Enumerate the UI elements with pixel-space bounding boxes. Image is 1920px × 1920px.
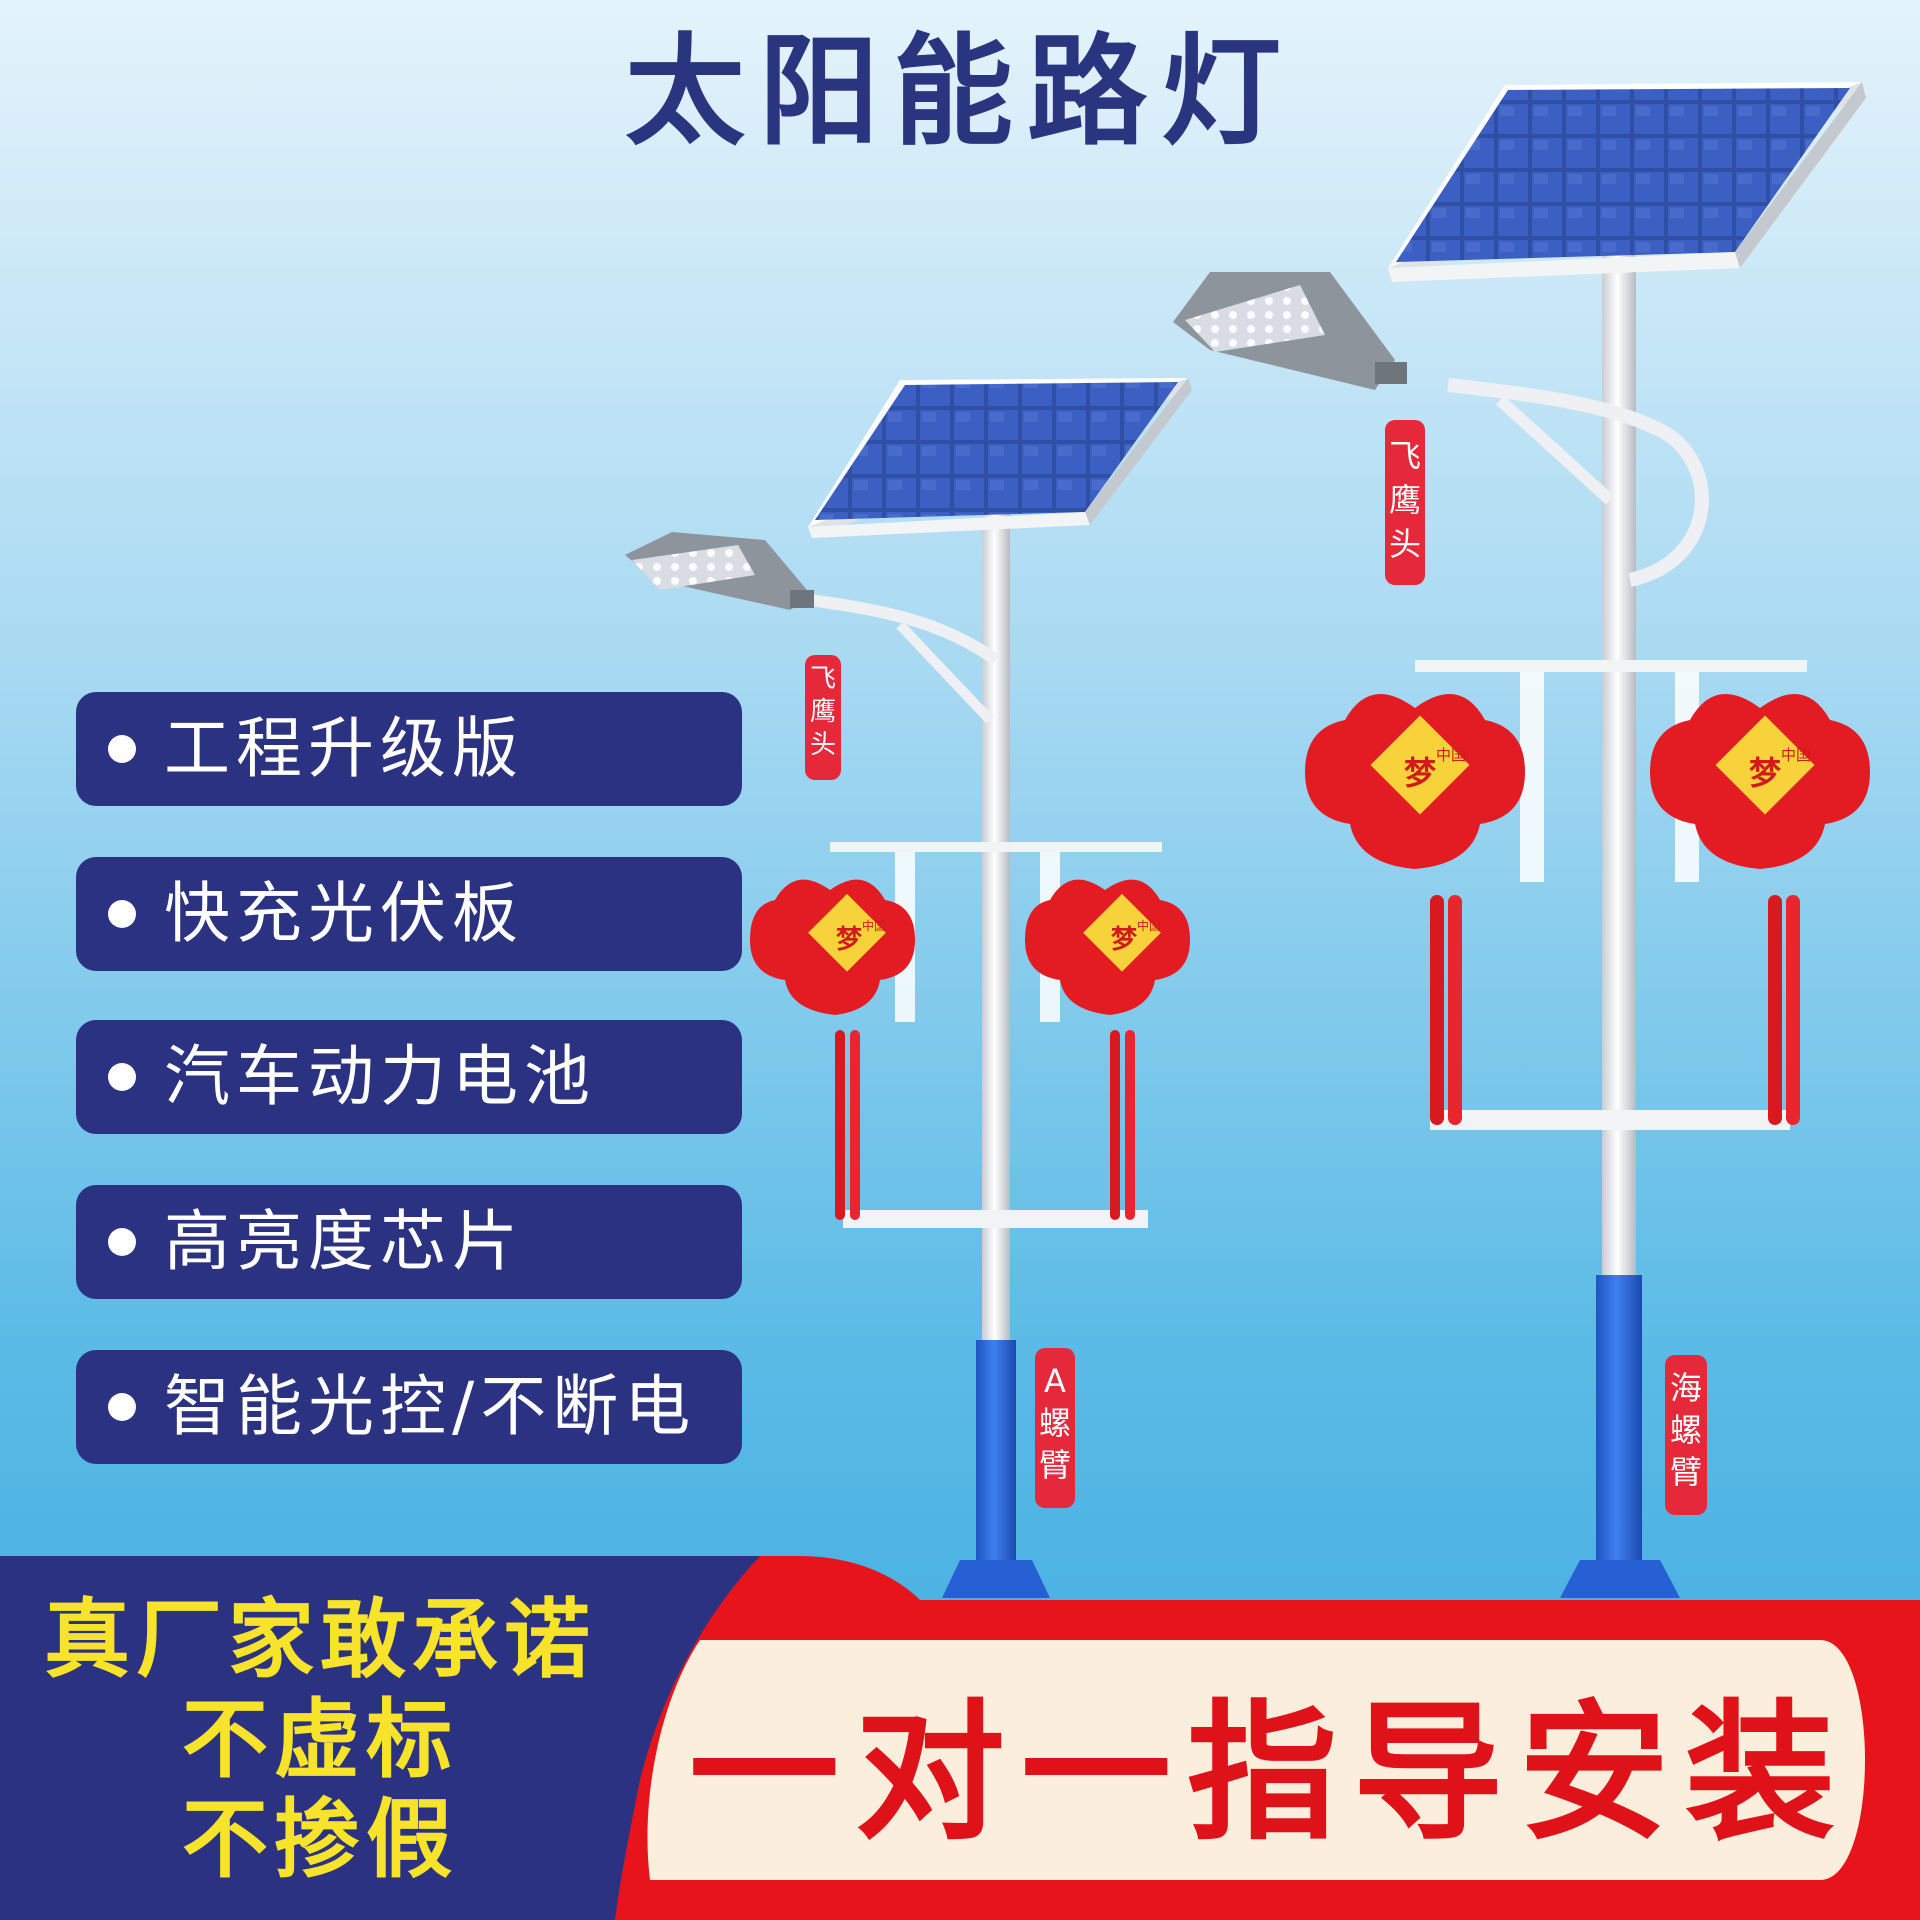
chinese-knot-icon: 梦 中国: [1025, 879, 1190, 1220]
feature-item: 高亮度芯片: [76, 1185, 742, 1299]
promise-line-2: 不虚标: [182, 1690, 458, 1790]
svg-text:中国: 中国: [1781, 746, 1811, 764]
small-lamp-head-tag: 飞 鹰 头: [805, 655, 841, 780]
led-lamp-head-icon: [1173, 272, 1407, 390]
chinese-knot-icon: 梦 中国: [1650, 694, 1870, 1125]
feature-label: 快充光伏板: [164, 875, 524, 952]
install-guide-text: 一对一指导安装: [688, 1686, 1851, 1861]
promise-line-3: 不掺假: [182, 1790, 458, 1890]
feature-item: 快充光伏板: [76, 857, 742, 971]
large-street-lamp: 梦 中国 梦 中国: [1173, 82, 1870, 1598]
svg-text:中国: 中国: [1436, 746, 1466, 764]
chinese-knot-icon: 梦 中国: [1305, 694, 1525, 1125]
small-lamp-arm-tag: A 螺 臂: [1035, 1348, 1075, 1508]
solar-panel-icon: [1388, 82, 1866, 282]
feature-label: 高亮度芯片: [164, 1203, 524, 1280]
feature-label: 工程升级版: [164, 710, 524, 787]
bullet-dot-icon: [108, 735, 136, 763]
led-lamp-head-icon: [625, 532, 814, 610]
feature-item: 智能光控/不断电: [76, 1350, 742, 1464]
svg-text:梦: 梦: [1404, 754, 1436, 792]
feature-label: 汽车动力电池: [164, 1038, 596, 1115]
svg-text:梦: 梦: [1111, 925, 1138, 955]
solar-panel-icon: [808, 378, 1192, 538]
chinese-knot-icon: 梦 中国: [750, 879, 915, 1220]
page-title: 太阳能路灯: [625, 23, 1295, 162]
bullet-dot-icon: [108, 1063, 136, 1091]
feature-item: 工程升级版: [76, 692, 742, 806]
svg-text:中国: 中国: [1137, 918, 1161, 933]
large-lamp-arm-tag: 海 螺 臂: [1665, 1355, 1707, 1515]
small-street-lamp: 梦 中国 梦 中国: [625, 378, 1192, 1598]
svg-text:梦: 梦: [836, 925, 863, 955]
large-lamp-head-tag: 飞 鹰 头: [1385, 420, 1425, 585]
feature-label: 智能光控/不断电: [164, 1368, 697, 1445]
svg-text:梦: 梦: [1749, 754, 1781, 792]
bullet-dot-icon: [108, 1393, 136, 1421]
bullet-dot-icon: [108, 1228, 136, 1256]
bullet-dot-icon: [108, 900, 136, 928]
feature-item: 汽车动力电池: [76, 1020, 742, 1134]
promise-line-1: 真厂家敢承诺: [44, 1590, 596, 1690]
svg-text:中国: 中国: [862, 918, 886, 933]
